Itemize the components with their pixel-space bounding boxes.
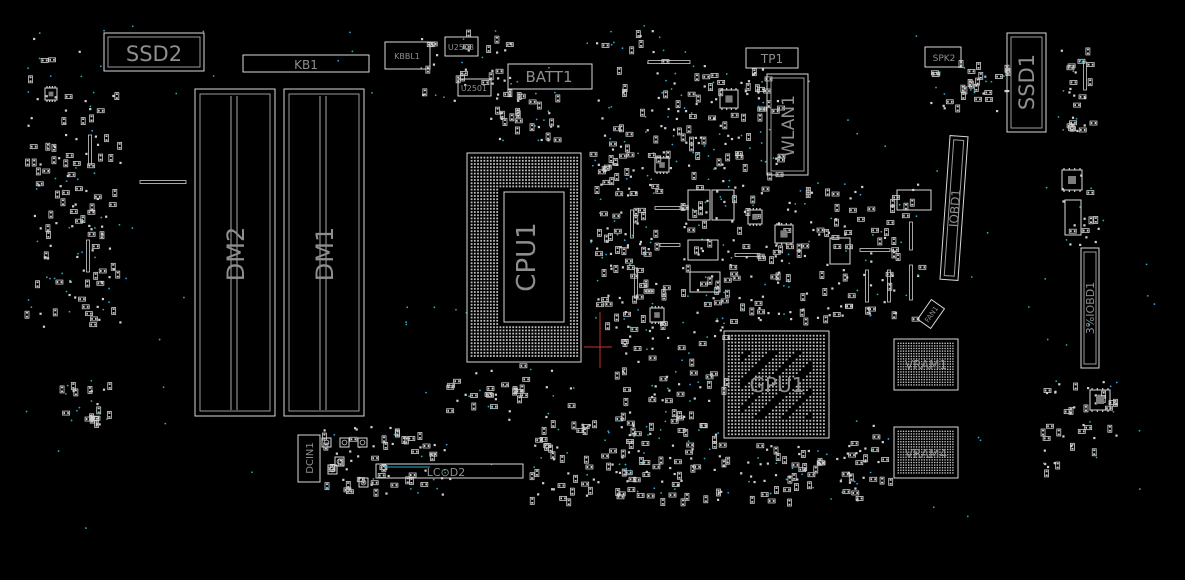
component-ssd2[interactable]: SSD2 [103,32,205,72]
vram1-label: VRAM1 [905,358,947,372]
tp1-label: TP1 [760,52,783,66]
component-cpu1[interactable]: CPU1 [466,152,582,363]
component-lcd-connector[interactable]: LC⊙D2 [375,463,524,479]
component-kbbl1[interactable]: KBBL1 [384,41,431,70]
component-spk2[interactable]: SPK2 [924,46,962,68]
wlan1-label: WLAN1 [779,95,799,157]
component-gpu1[interactable]: GPU1 [723,330,830,439]
component-ssd1[interactable]: SSD1 [1006,32,1047,133]
component-iobd1[interactable]: IOBD1 [939,135,969,281]
u2501-label: U2501 [461,84,487,93]
gpu1-label: GPU1 [750,373,805,397]
component-tp1[interactable]: TP1 [745,47,799,69]
ssd2-label: SSD2 [126,42,182,66]
batt1-label: BATT1 [526,68,573,86]
component-fan1[interactable]: FAN1 [916,298,946,330]
u2503-label: U2503 [448,43,474,52]
dcin1-label: DCIN1 [305,442,316,473]
component-dm2[interactable]: DM2 [194,88,276,417]
vram4-label: VRAM4 [905,447,947,461]
passive-components-layer [24,25,1156,529]
lcd-connector-label: LC⊙D2 [427,466,466,479]
iobd1-label: IOBD1 [947,189,964,228]
component-vram4[interactable]: VRAM4 [893,426,959,479]
kbbl1-label: KBBL1 [394,52,420,61]
component-iobd1-secondary[interactable]: 3%IOBD1 [1080,247,1100,369]
dm1-label: DM1 [311,227,339,281]
component-wlan1[interactable]: WLAN1 [766,73,809,176]
kb1-label: KB1 [294,58,318,72]
crosshair-marker [584,312,612,368]
iobd1-secondary-label: 3%IOBD1 [1084,282,1097,334]
ssd1-label: SSD1 [1015,54,1039,110]
component-u2503[interactable]: U2503 [444,36,479,57]
component-u2501[interactable]: U2501 [457,78,492,97]
component-batt1[interactable]: BATT1 [507,63,593,90]
component-dcin1[interactable]: DCIN1 [297,434,321,483]
component-kb1[interactable]: KB1 [242,54,370,73]
component-dm1[interactable]: DM1 [283,88,365,417]
component-vram1[interactable]: VRAM1 [893,338,959,391]
dm2-label: DM2 [222,227,250,281]
cpu1-label: CPU1 [512,222,542,291]
spk2-label: SPK2 [933,54,956,64]
